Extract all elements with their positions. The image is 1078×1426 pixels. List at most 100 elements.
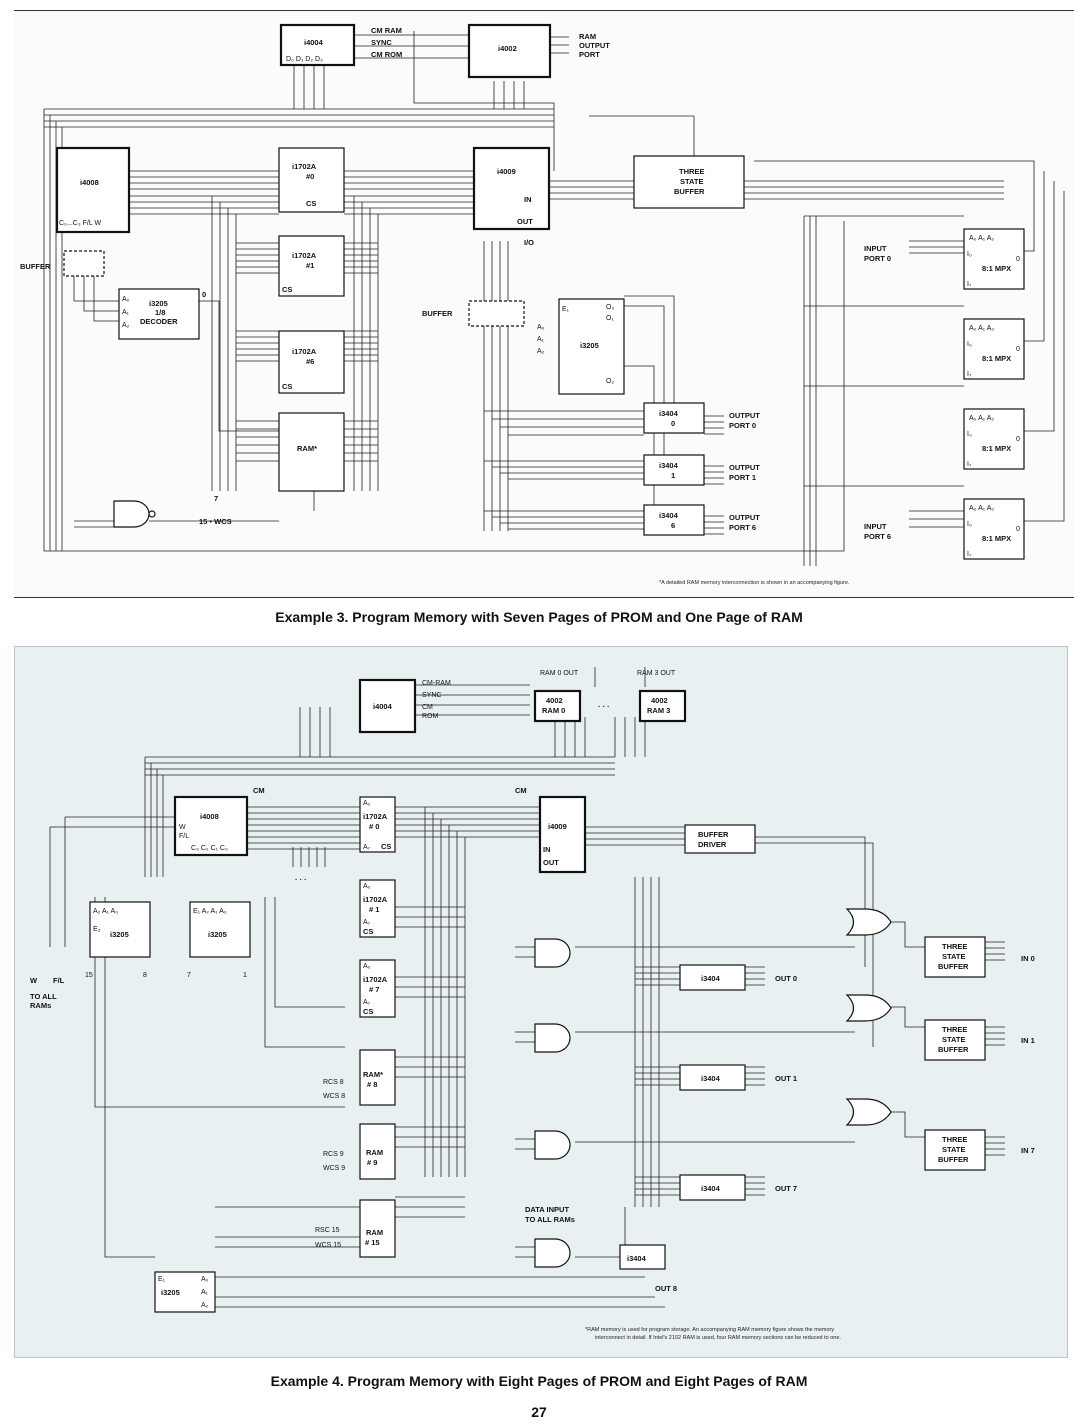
prom4-1-num: # 1	[369, 905, 379, 914]
decoder4-a-out8: 8	[143, 972, 147, 979]
to-all-fl: F/L	[53, 976, 65, 985]
mpx-2-label: 8:1 MPX	[982, 444, 1011, 453]
prom4-7-num: # 7	[369, 985, 379, 994]
tsb4-1-l1: THREE	[942, 1025, 967, 1034]
cm-label-1: CM	[253, 786, 265, 795]
and-gate-8	[534, 1238, 571, 1268]
prom4-0-chip: i1702A	[363, 812, 388, 821]
decoder4-c-a0: A₀	[201, 1276, 209, 1283]
decoder-ratio: 1/8	[155, 308, 165, 317]
mpx-1	[963, 318, 1025, 380]
latch-6-port1: OUTPUT	[729, 513, 760, 522]
ram0-out-label: RAM 0 OUT	[540, 670, 579, 677]
latch4-0	[679, 964, 746, 991]
decoder4-c-a1: A₁	[201, 1289, 209, 1296]
latch-6-num: 6	[671, 521, 675, 530]
i4009-label-4: i4009	[548, 822, 567, 831]
latch4-1	[679, 1064, 746, 1091]
tsb-line3: BUFFER	[674, 187, 705, 196]
footnote-4-l2: interconnect in detail. If Intel's 2102 …	[595, 1335, 841, 1341]
bus-wires	[43, 31, 1065, 566]
ram3-chip	[638, 689, 687, 723]
mpx-0-label: 8:1 MPX	[982, 264, 1011, 273]
prom4-7-chip: i1702A	[363, 975, 388, 984]
decoder2-block	[558, 298, 625, 395]
latch-1-chip: i3404	[659, 461, 679, 470]
buffer-driver	[684, 824, 756, 854]
prom-1-num: #1	[306, 261, 314, 270]
ram-dots: · · ·	[598, 702, 610, 711]
ram3-chip-name: RAM 3	[647, 706, 670, 715]
footnote-4-l1: *RAM memory is used for program storage.…	[585, 1327, 834, 1333]
sig-cm: CM	[422, 704, 433, 711]
buffer-group-2	[468, 300, 525, 327]
buffer-group	[63, 250, 105, 277]
decoder4-a	[89, 901, 151, 958]
prom4-1-a0: A₀	[363, 883, 371, 890]
prom4-0-a0: A₀	[363, 800, 371, 807]
signal-cm-ram: CM RAM	[371, 26, 402, 35]
decoder-in-a2: A₂	[122, 322, 130, 329]
latch-1-port1: OUTPUT	[729, 463, 760, 472]
prom4-7-a7: A₇	[363, 999, 371, 1006]
prom-0-num: #0	[306, 172, 314, 181]
or-gate-1	[845, 994, 892, 1022]
data-input-l1: DATA INPUT	[525, 1205, 569, 1214]
tsb4-1	[924, 1019, 986, 1061]
tsb4-1-in: IN 1	[1021, 1036, 1035, 1045]
mpx-3-i0: I₀	[967, 521, 972, 528]
tsb-line2: STATE	[680, 177, 703, 186]
latch4-0-chip: i3404	[701, 974, 721, 983]
tsb4-7-l3: BUFFER	[938, 1155, 969, 1164]
decoder2-o1: O₁	[606, 315, 614, 322]
i4009-in: IN	[524, 195, 532, 204]
data-input-l2: TO ALL RAMs	[525, 1215, 575, 1224]
i4009-chip-4	[538, 795, 587, 874]
decoder-name: DECODER	[140, 317, 178, 326]
prom-0	[278, 147, 345, 213]
example4-schematic: i4004 CM-RAM SYNC CM ROM RAM 0 OUT 4002 …	[30, 667, 1035, 1341]
mpx-0-out: 0	[1016, 256, 1020, 263]
decoder4-b	[189, 901, 251, 958]
ram0-chip-name: RAM 0	[542, 706, 565, 715]
decoder4-b-inputs: E₁ A₂ A₁ A₀	[193, 908, 227, 915]
footnote-3: *A detailed RAM memory interconnection i…	[659, 580, 850, 586]
ram-output-output: OUTPUT	[579, 41, 610, 50]
to-all-2: RAMs	[30, 1001, 51, 1010]
decoder2-enable: E₁	[562, 306, 570, 313]
i4009-in-4: IN	[543, 845, 551, 854]
decoder4-b-out1: 1	[243, 972, 247, 979]
latch4-1-chip: i3404	[701, 1074, 721, 1083]
input-port0-l1: INPUT	[864, 244, 887, 253]
decoder2-chip: i3205	[580, 341, 599, 350]
i4009-chip	[472, 146, 551, 231]
out-7: OUT 7	[775, 1184, 797, 1193]
nand-gate	[113, 500, 150, 528]
mpx-3-out: 0	[1016, 526, 1020, 533]
and-gate-1	[534, 1023, 571, 1053]
latch-6	[643, 504, 705, 536]
decoder2-o2: O₂	[606, 378, 614, 385]
decoder-in-a1: A₁	[122, 309, 130, 316]
caption-example3: Example 3. Program Memory with Seven Pag…	[275, 609, 803, 625]
prom4-1-cs: CS	[363, 927, 373, 936]
mpx-3-addr: A₀ A₁ A₂	[969, 505, 994, 512]
input-port0-l2: PORT 0	[864, 254, 891, 263]
decoder4-b-chip: i3205	[208, 930, 227, 939]
prom-0-chip: i1702A	[292, 162, 317, 171]
decoder2-a1: A₁	[537, 336, 545, 343]
out-0: OUT 0	[775, 974, 797, 983]
or-gate-7	[845, 1098, 892, 1126]
ram4-9-rcs: RCS 9	[323, 1151, 344, 1158]
i4008-w: W	[179, 824, 186, 831]
out-1: OUT 1	[775, 1074, 797, 1083]
ram0-chip	[533, 689, 582, 723]
i4008-chip-4	[173, 795, 249, 857]
mpx-1-label: 8:1 MPX	[982, 354, 1011, 363]
mpx-1-addr: A₀ A₁ A₂	[969, 325, 994, 332]
latch-0-port1: OUTPUT	[729, 411, 760, 420]
prom-6	[278, 330, 345, 394]
decoder-block	[118, 288, 200, 340]
latch-1	[643, 454, 705, 486]
prom-1-chip: i1702A	[292, 251, 317, 260]
